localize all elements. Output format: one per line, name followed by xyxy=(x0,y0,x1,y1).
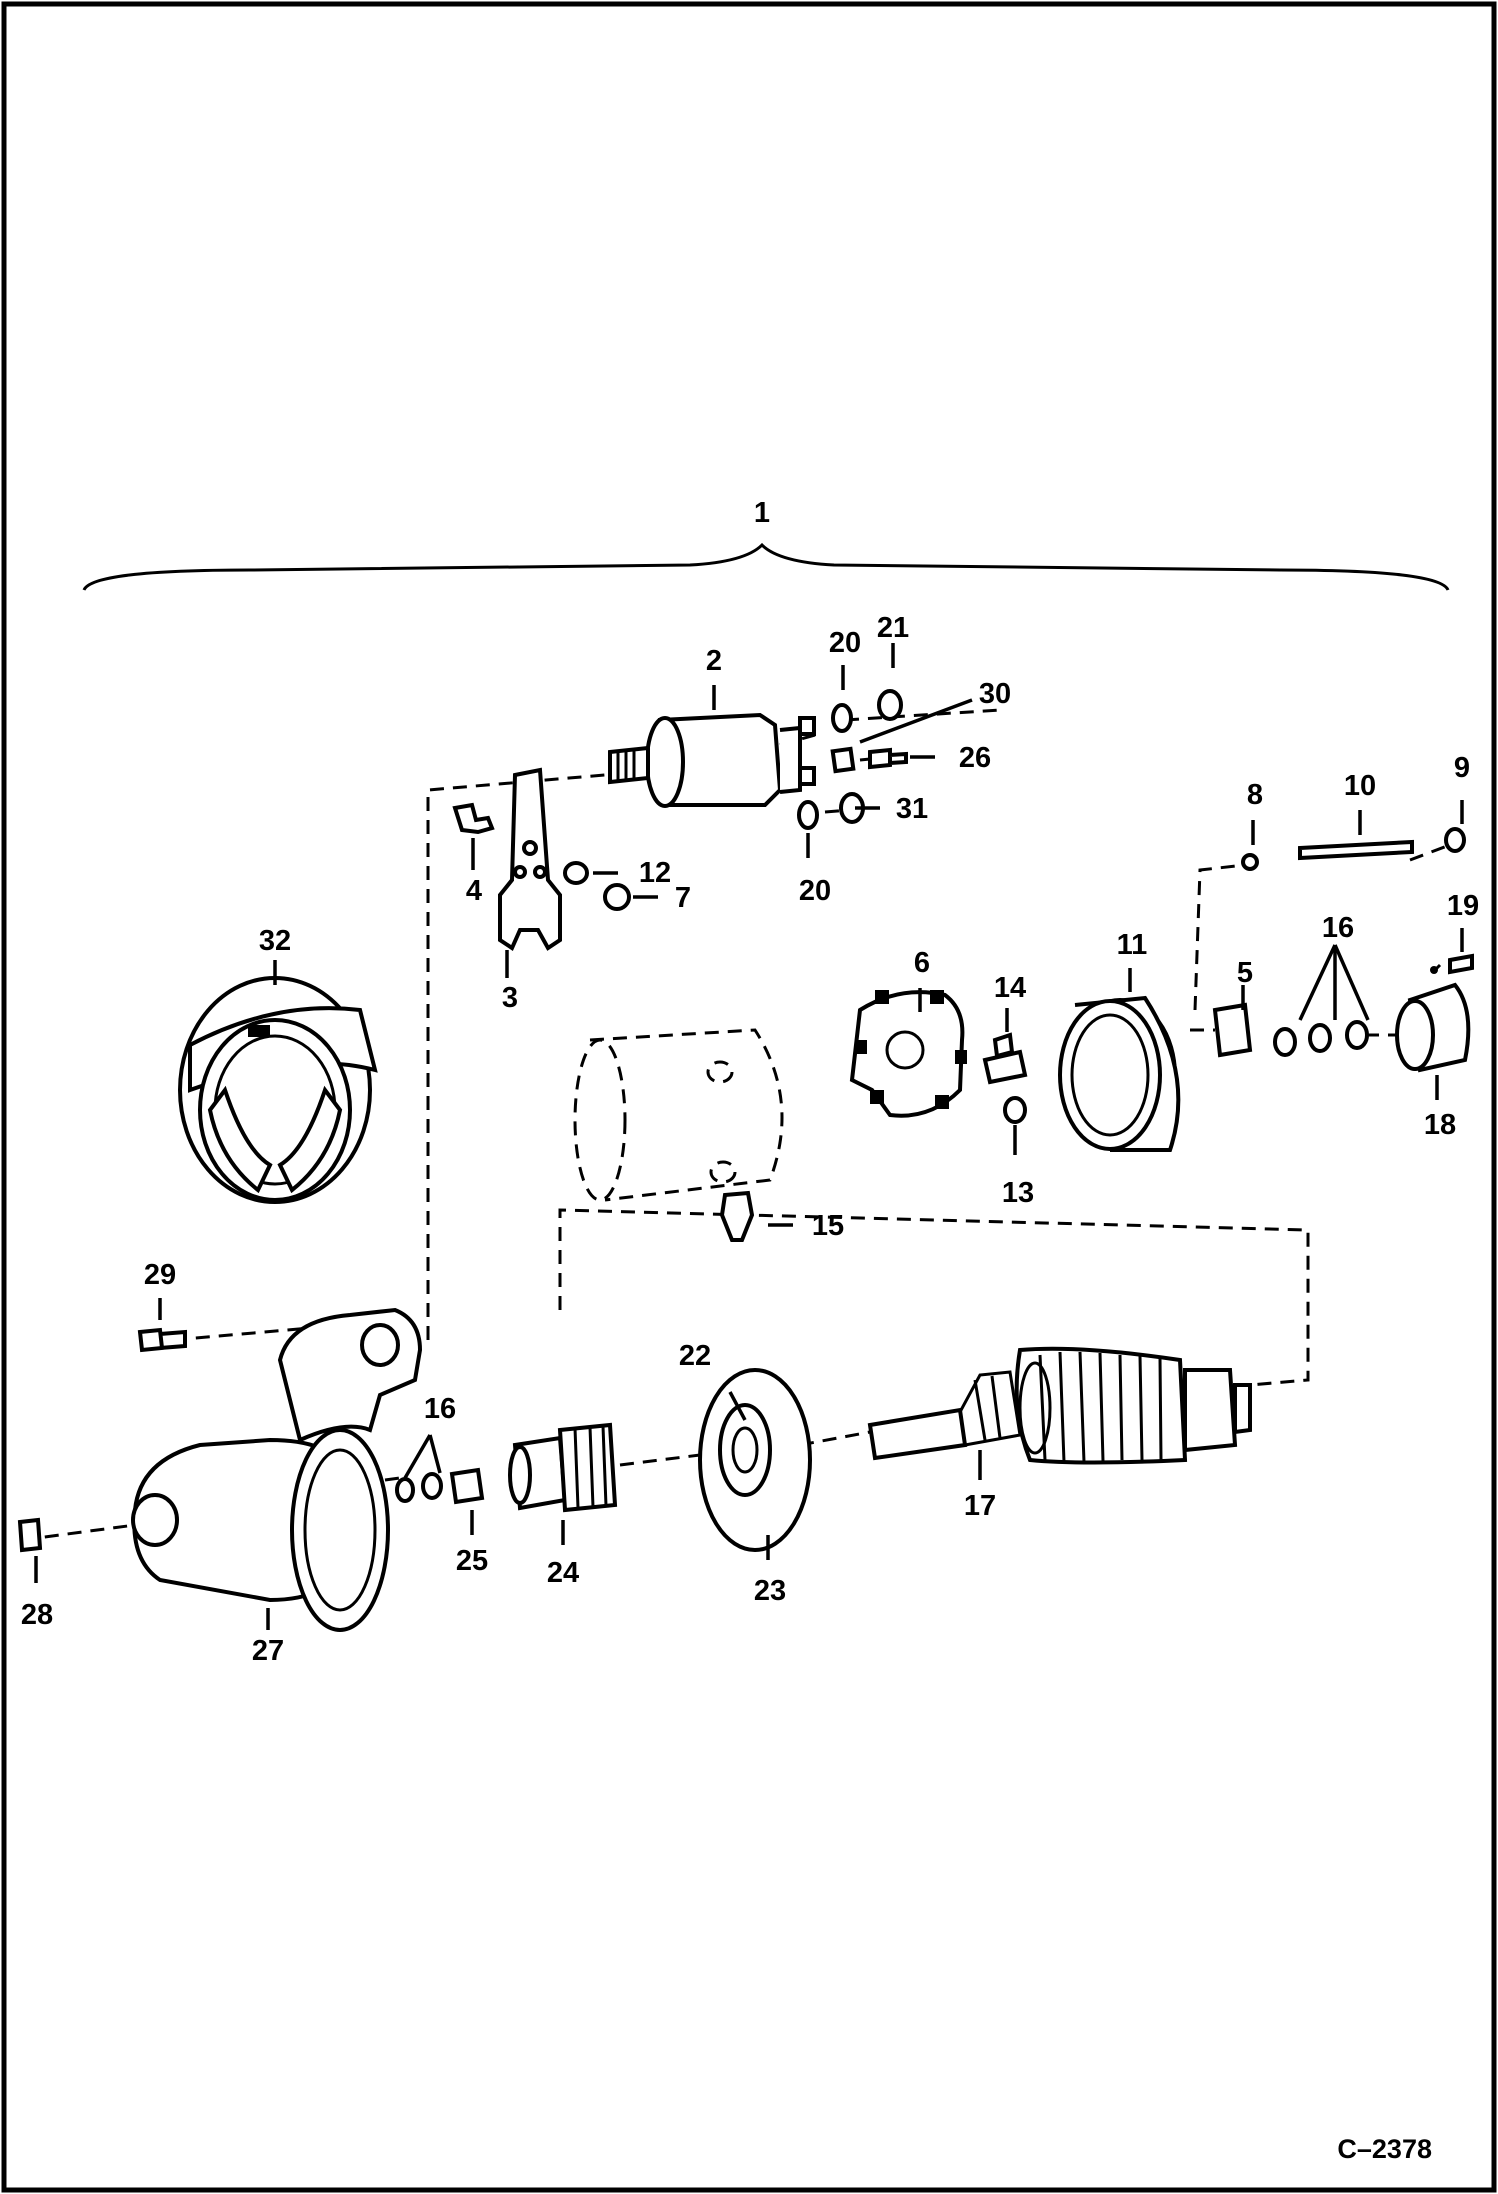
nut-21 xyxy=(877,689,903,721)
brush-14 xyxy=(982,1049,1028,1085)
label-29: 29 xyxy=(144,1259,176,1291)
brush-holder-part xyxy=(849,990,967,1118)
label-27: 27 xyxy=(252,1635,284,1667)
nut-9 xyxy=(1444,827,1466,853)
label-4: 4 xyxy=(466,875,482,907)
screw-19 xyxy=(1448,953,1474,975)
callout-labels: 1 2 20 21 30 26 31 20 4 12 7 3 32 6 14 1… xyxy=(21,497,1479,2164)
drive-housing-part xyxy=(131,1307,423,1632)
label-18: 18 xyxy=(1424,1109,1456,1141)
label-31: 31 xyxy=(896,793,928,825)
drive-pinion-part xyxy=(508,1422,618,1513)
label-13: 13 xyxy=(1002,1177,1034,1209)
label-10: 10 xyxy=(1344,770,1376,802)
label-15: 15 xyxy=(812,1210,844,1242)
label-19: 19 xyxy=(1447,890,1479,922)
yoke-outline xyxy=(573,1028,784,1202)
pivot-bolt-4 xyxy=(452,802,495,835)
solenoid-part xyxy=(608,712,816,808)
label-16-top: 16 xyxy=(1322,912,1354,944)
label-23: 23 xyxy=(754,1575,786,1607)
label-7: 7 xyxy=(675,882,691,914)
screw-19-washer xyxy=(1430,966,1438,974)
washer-20-bottom xyxy=(797,800,819,830)
label-32: 32 xyxy=(259,925,291,957)
armature-part xyxy=(867,1346,1252,1465)
label-22: 22 xyxy=(679,1340,711,1372)
label-16-bottom: 16 xyxy=(424,1393,456,1425)
brush-14-clip xyxy=(992,1032,1015,1059)
label-12: 12 xyxy=(639,857,671,889)
label-8: 8 xyxy=(1247,779,1263,811)
bushing-28 xyxy=(17,1517,43,1553)
bushing-5 xyxy=(1212,1002,1253,1058)
label-21: 21 xyxy=(877,612,909,644)
label-3: 3 xyxy=(502,982,518,1014)
label-20-top: 20 xyxy=(829,627,861,659)
plate-30 xyxy=(830,746,856,774)
assembly-brace xyxy=(82,542,1450,591)
label-28: 28 xyxy=(21,1599,53,1631)
shims-16-bottom xyxy=(395,1472,443,1503)
label-30: 30 xyxy=(979,678,1011,710)
end-cap-18 xyxy=(1395,982,1471,1073)
label-14: 14 xyxy=(994,972,1026,1004)
label-6: 6 xyxy=(914,947,930,979)
end-frame-part xyxy=(1058,995,1181,1152)
center-bearing-part xyxy=(698,1368,812,1552)
label-25: 25 xyxy=(456,1545,488,1577)
label-26: 26 xyxy=(959,742,991,774)
label-11: 11 xyxy=(1117,929,1148,961)
figure-code: C–2378 xyxy=(1337,2134,1432,2164)
washer-20-top xyxy=(831,703,853,733)
through-bolt-10 xyxy=(1298,839,1414,861)
collar-25 xyxy=(449,1467,485,1505)
nut-13 xyxy=(1003,1096,1027,1124)
bolt-29 xyxy=(137,1327,187,1353)
label-20-bottom: 20 xyxy=(799,875,831,907)
nut-7 xyxy=(603,883,631,911)
label-5: 5 xyxy=(1237,957,1253,989)
shims-16-top xyxy=(1273,1020,1369,1057)
field-frame-part xyxy=(178,976,378,1204)
label-9: 9 xyxy=(1454,752,1470,784)
label-2: 2 xyxy=(706,645,722,677)
fork-lever-part xyxy=(498,767,562,951)
label-17: 17 xyxy=(964,1490,996,1522)
label-24: 24 xyxy=(547,1557,579,1589)
label-1: 1 xyxy=(754,497,770,529)
washer-8 xyxy=(1241,853,1259,871)
washer-12 xyxy=(563,861,589,885)
screw-15 xyxy=(719,1190,755,1242)
leader-lines xyxy=(34,643,1464,1630)
screw-26 xyxy=(868,747,908,770)
